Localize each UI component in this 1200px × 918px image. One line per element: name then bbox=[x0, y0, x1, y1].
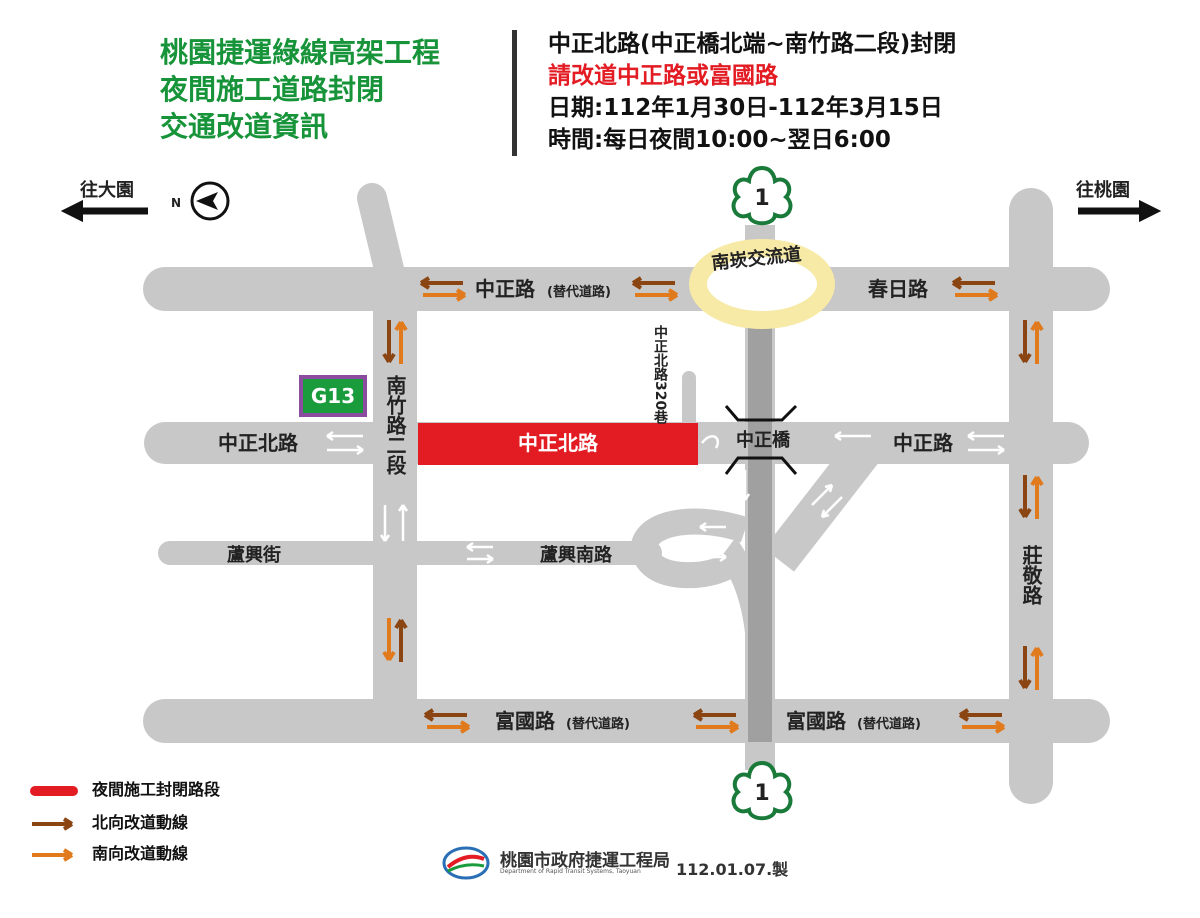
title-line-2: 夜間施工道路封閉 bbox=[160, 73, 385, 106]
label-lane-320: 中正北路320巷 bbox=[652, 324, 669, 425]
label-zhongzheng-east: 中正路 bbox=[893, 431, 954, 455]
closed-segment-zhongzheng-north bbox=[418, 423, 698, 465]
map-title: 桃園捷運綠線高架工程 夜間施工道路封閉 交通改道資訊 bbox=[160, 34, 440, 145]
header-divider bbox=[512, 30, 517, 156]
highway-1-shield-top bbox=[731, 165, 793, 226]
label-zhongzheng: 中正路 bbox=[475, 277, 536, 301]
arrows-zhuangjing-1 bbox=[1018, 320, 1044, 364]
arrows-nanzhu-2 bbox=[382, 618, 408, 662]
legend-northbound-label: 北向改道動線 bbox=[92, 813, 189, 832]
arrows-zhongzheng-1 bbox=[419, 276, 467, 302]
label-luxing-south: 蘆興南路 bbox=[540, 544, 613, 566]
traffic-arrows-white bbox=[326, 430, 1005, 565]
arrows-fuguo-2 bbox=[692, 708, 740, 734]
label-zhongzheng-north-closed: 中正北路 bbox=[518, 431, 599, 455]
label-west: 往大園 bbox=[80, 179, 134, 201]
legend-northbound: 北向改道動線 bbox=[30, 809, 188, 833]
closure-notice: 中正北路(中正橋北端~南竹路二段)封閉 請改道中正路或富國路 日期:112年1月… bbox=[548, 28, 956, 156]
compass-n: N bbox=[171, 196, 181, 210]
title-line-3: 交通改道資訊 bbox=[160, 110, 329, 143]
title-line-1: 桃園捷運綠線高架工程 bbox=[160, 36, 441, 69]
legend-closed-label: 夜間施工封閉路段 bbox=[92, 780, 221, 799]
label-nanzhu: 南竹路二段 bbox=[383, 375, 407, 476]
road-nanzhu-spur bbox=[357, 183, 409, 305]
arrows-zhuangjing-2 bbox=[1018, 475, 1044, 519]
arrows-nanzhu-1 bbox=[382, 320, 408, 364]
shield-top-number: 1 bbox=[754, 186, 769, 211]
label-fuguo-1: 富國路 bbox=[495, 709, 556, 733]
legend-northbound-arrow bbox=[32, 816, 74, 831]
legend-southbound: 南向改道動線 bbox=[30, 840, 188, 864]
legend-closed-swatch bbox=[30, 785, 78, 796]
compass-icon bbox=[190, 181, 230, 221]
interchange-ring bbox=[689, 239, 835, 329]
label-zhuangjing: 莊敬路 bbox=[1019, 544, 1043, 606]
road-ramp-loop bbox=[631, 508, 773, 681]
shield-bottom-number: 1 bbox=[754, 781, 769, 806]
agency-name-en: Department of Rapid Transit Systems, Tao… bbox=[500, 868, 641, 875]
label-alt-route-1: (替代道路) bbox=[547, 284, 611, 300]
roads bbox=[143, 183, 1110, 804]
label-fuguo-2: 富國路 bbox=[786, 709, 847, 733]
label-chunri: 春日路 bbox=[867, 277, 929, 301]
legend-southbound-arrow bbox=[32, 847, 74, 862]
label-east: 往桃園 bbox=[1076, 179, 1130, 201]
agency-name: 桃園市政府捷運工程局 bbox=[500, 851, 670, 871]
station-g13 bbox=[299, 375, 367, 417]
legend-southbound-label: 南向改道動線 bbox=[92, 844, 189, 863]
legend-closed: 夜間施工封閉路段 bbox=[30, 776, 220, 800]
highway-1-shield-bottom bbox=[731, 760, 793, 821]
arrows-zhongzheng-2 bbox=[631, 276, 679, 302]
date-text: 日期:112年1月30日-112年3月15日 bbox=[548, 95, 943, 121]
road-ramp-ne bbox=[763, 436, 882, 572]
label-alt-route-3: (替代道路) bbox=[857, 716, 921, 732]
bridge-marker bbox=[724, 404, 798, 475]
arrows-fuguo-1 bbox=[423, 708, 471, 734]
arrows-fuguo-3 bbox=[958, 708, 1006, 734]
label-zhongzheng-north-west: 中正北路 bbox=[218, 431, 299, 455]
closure-text: 中正北路(中正橋北端~南竹路二段)封閉 bbox=[548, 31, 957, 57]
detour-arrows bbox=[382, 276, 1044, 734]
detour-text: 請改道中正路或富國路 bbox=[548, 63, 778, 89]
time-text: 時間:每日夜間10:00~翌日6:00 bbox=[548, 127, 891, 153]
agency-logo-icon bbox=[442, 846, 490, 880]
footer-date: 112.01.07.製 bbox=[676, 860, 789, 879]
arrows-chunri bbox=[951, 276, 999, 302]
label-alt-route-2: (替代道路) bbox=[566, 716, 630, 732]
label-bridge: 中正橋 bbox=[736, 429, 791, 451]
station-label: G13 bbox=[311, 384, 355, 408]
label-luxing: 蘆興街 bbox=[227, 544, 281, 566]
arrows-zhuangjing-3 bbox=[1018, 646, 1044, 690]
